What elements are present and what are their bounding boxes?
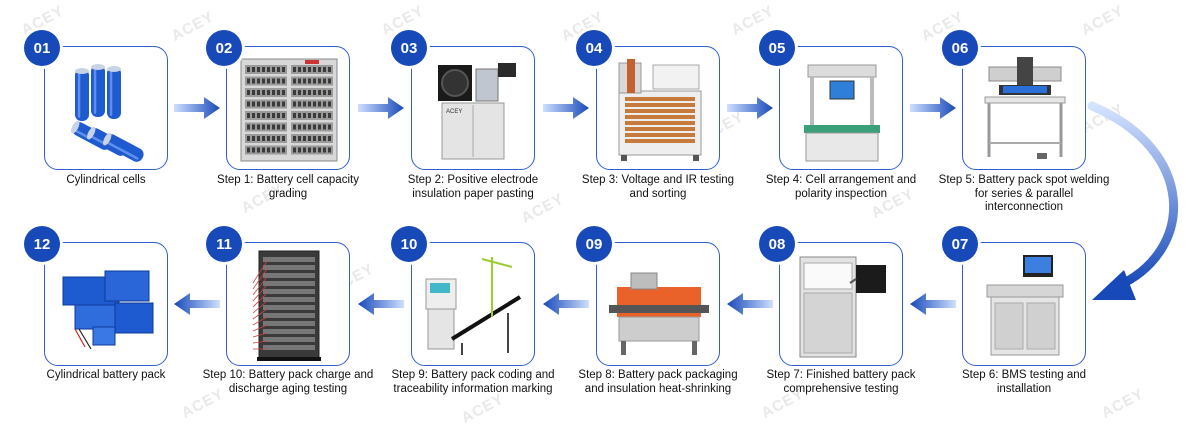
step-number-badge: 05 — [759, 30, 795, 66]
step-number-badge: 01 — [24, 30, 60, 66]
step-caption: Step 9: Battery pack coding and traceabi… — [391, 369, 555, 395]
step-card-05 — [779, 46, 903, 170]
step-caption: Step 8: Battery pack packaging and insul… — [578, 369, 738, 395]
step-caption: Cylindrical cells — [66, 174, 146, 186]
step-caption: Cylindrical battery pack — [46, 369, 166, 381]
arrow-right-icon — [357, 97, 404, 119]
pack-tester-illustration — [799, 256, 886, 358]
step-card-09 — [596, 242, 720, 366]
step-caption: Step 5: Battery pack spot welding for se… — [938, 174, 1110, 213]
arrow-left-icon — [909, 293, 956, 315]
step-card-11 — [226, 242, 350, 366]
svg-text:ACEY: ACEY — [446, 109, 462, 115]
arrow-right-icon — [726, 97, 773, 119]
step-number-badge: 09 — [576, 226, 612, 262]
arrow-right-icon — [542, 97, 589, 119]
arrow-left-icon — [174, 293, 220, 315]
step-caption: Step 4: Cell arrangement and polarity in… — [765, 174, 917, 200]
step-card-08 — [779, 242, 903, 366]
arrow-left-icon — [357, 293, 404, 315]
step-number-badge: 11 — [206, 226, 242, 262]
step-card-10 — [411, 242, 535, 366]
step-caption: Step 1: Battery cell capacity grading — [217, 174, 359, 200]
step-number-badge: 12 — [24, 226, 60, 262]
step-card-03: ACEY — [411, 46, 535, 170]
arrow-right-icon — [174, 97, 220, 119]
paper-pasting-machine-illustration: ACEY — [438, 63, 516, 160]
sorting-machine-illustration — [618, 59, 702, 161]
cylindrical-cells-illustration — [71, 64, 144, 162]
arrow-right-icon — [909, 97, 956, 119]
step-card-12 — [44, 242, 168, 366]
step-caption: Step 3: Voltage and IR testing and sorti… — [581, 174, 735, 200]
arrow-left-icon — [726, 293, 773, 315]
step-card-04 — [596, 46, 720, 170]
battery-packs-illustration — [62, 270, 154, 350]
step-card-01 — [44, 46, 168, 170]
arrow-left-icon — [542, 293, 589, 315]
step-card-07 — [962, 242, 1086, 366]
step-number-badge: 08 — [759, 226, 795, 262]
inspection-station-illustration — [804, 64, 880, 162]
step-caption: Step 7: Finished battery pack comprehens… — [766, 369, 916, 395]
spot-welder-illustration — [984, 57, 1066, 159]
step-number-badge: 07 — [942, 226, 978, 262]
step-number-badge: 10 — [391, 226, 427, 262]
capacity-grading-cabinet-illustration — [240, 58, 338, 162]
step-number-badge: 03 — [391, 30, 427, 66]
watermark-text: ACEY — [1078, 2, 1128, 39]
step-number-badge: 04 — [576, 30, 612, 66]
heat-shrink-tunnel-illustration — [609, 272, 709, 355]
step-number-badge: 06 — [942, 30, 978, 66]
bms-test-bench-illustration — [986, 255, 1064, 356]
step-card-06 — [962, 46, 1086, 170]
aging-cabinet-illustration — [252, 250, 321, 361]
coding-printer-illustration — [425, 257, 522, 355]
step-caption: Step 2: Positive electrode insulation pa… — [407, 174, 539, 200]
step-number-badge: 02 — [206, 30, 242, 66]
step-caption: Step 6: BMS testing and installation — [961, 369, 1087, 395]
step-caption: Step 10: Battery pack charge and dischar… — [202, 369, 374, 395]
step-card-02 — [226, 46, 350, 170]
